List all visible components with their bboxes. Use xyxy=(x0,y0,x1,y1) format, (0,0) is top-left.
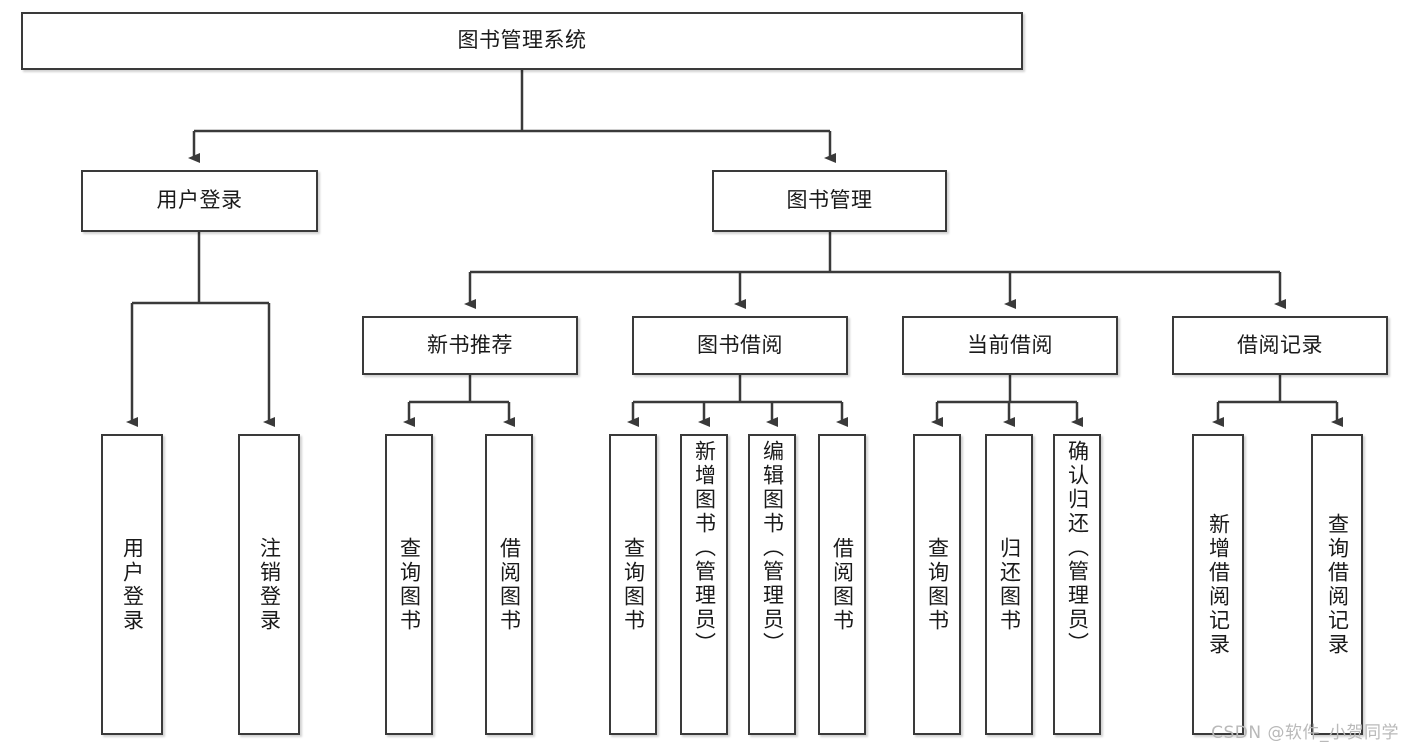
node-leaf-borrow-book-label: 借阅图书 xyxy=(830,536,855,633)
node-new-book-recommend[interactable]: 新书推荐 xyxy=(362,316,578,375)
node-book-borrow[interactable]: 图书借阅 xyxy=(632,316,848,375)
node-leaf-query-book-recommend[interactable]: 查询图书 xyxy=(385,434,433,735)
node-user-login[interactable]: 用户登录 xyxy=(81,170,318,232)
node-leaf-confirm-return-admin-label: 确认归还（管理员） xyxy=(1065,440,1090,656)
node-leaf-logout-label: 注销登录 xyxy=(257,536,282,633)
node-leaf-query-book-borrow[interactable]: 查询图书 xyxy=(609,434,657,735)
node-borrow-record[interactable]: 借阅记录 xyxy=(1172,316,1388,375)
node-leaf-query-book-borrow-label: 查询图书 xyxy=(621,536,646,633)
node-leaf-query-book-current-label: 查询图书 xyxy=(925,536,950,633)
node-leaf-confirm-return-admin[interactable]: 确认归还（管理员） xyxy=(1053,434,1101,735)
node-current-borrow[interactable]: 当前借阅 xyxy=(902,316,1118,375)
node-book-manage[interactable]: 图书管理 xyxy=(712,170,947,232)
node-leaf-borrow-book-recommend-label: 借阅图书 xyxy=(497,536,522,633)
node-leaf-query-borrow-record[interactable]: 查询借阅记录 xyxy=(1311,434,1363,735)
node-leaf-user-login-label: 用户登录 xyxy=(120,536,145,633)
node-leaf-add-borrow-record[interactable]: 新增借阅记录 xyxy=(1192,434,1244,735)
node-root-label: 图书管理系统 xyxy=(457,28,587,53)
node-current-borrow-label: 当前借阅 xyxy=(967,332,1053,357)
node-borrow-record-label: 借阅记录 xyxy=(1237,332,1323,357)
node-leaf-user-login[interactable]: 用户登录 xyxy=(101,434,163,735)
node-leaf-query-book-recommend-label: 查询图书 xyxy=(397,536,422,633)
node-user-login-label: 用户登录 xyxy=(156,188,243,213)
node-leaf-borrow-book[interactable]: 借阅图书 xyxy=(818,434,866,735)
node-leaf-logout[interactable]: 注销登录 xyxy=(238,434,300,735)
node-leaf-return-book-label: 归还图书 xyxy=(997,536,1022,633)
node-leaf-edit-book-admin[interactable]: 编辑图书（管理员） xyxy=(748,434,796,735)
node-leaf-return-book[interactable]: 归还图书 xyxy=(985,434,1033,735)
node-leaf-borrow-book-recommend[interactable]: 借阅图书 xyxy=(485,434,533,735)
node-root-system[interactable]: 图书管理系统 xyxy=(21,12,1023,70)
node-book-manage-label: 图书管理 xyxy=(786,188,873,213)
node-leaf-add-book-admin-label: 新增图书（管理员） xyxy=(692,440,717,656)
node-leaf-edit-book-admin-label: 编辑图书（管理员） xyxy=(760,440,785,656)
node-leaf-query-borrow-record-label: 查询借阅记录 xyxy=(1325,512,1350,657)
node-leaf-query-book-current[interactable]: 查询图书 xyxy=(913,434,961,735)
node-leaf-add-borrow-record-label: 新增借阅记录 xyxy=(1206,512,1231,657)
node-new-book-recommend-label: 新书推荐 xyxy=(427,332,513,357)
node-leaf-add-book-admin[interactable]: 新增图书（管理员） xyxy=(680,434,728,735)
node-book-borrow-label: 图书借阅 xyxy=(697,332,783,357)
